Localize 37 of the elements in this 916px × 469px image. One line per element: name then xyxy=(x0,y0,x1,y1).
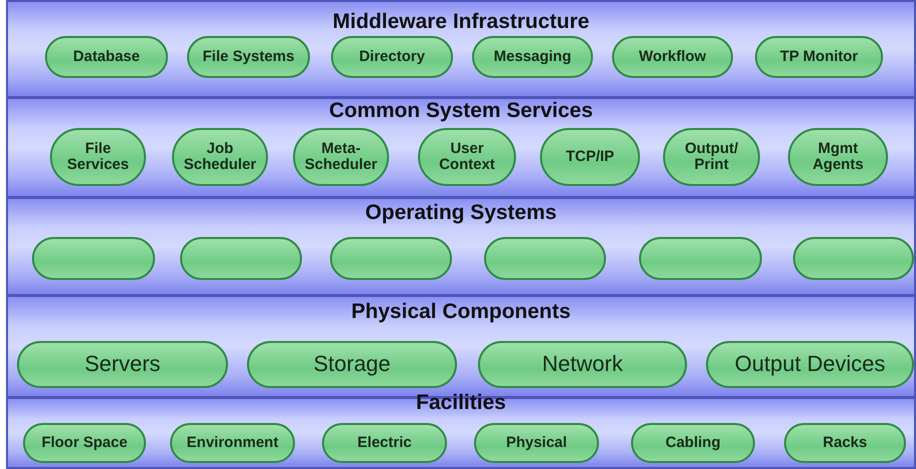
component-pill: Physical xyxy=(474,423,599,463)
layer-heading: Common System Services xyxy=(328,99,594,123)
component-pill: Workflow xyxy=(612,36,733,78)
layer-heading: Facilities xyxy=(415,391,507,415)
component-pill: Job Scheduler xyxy=(172,128,268,186)
layer-band xyxy=(6,97,916,198)
empty-pill xyxy=(484,237,606,280)
component-pill: User Context xyxy=(418,128,516,186)
component-pill: Output/ Print xyxy=(663,128,760,186)
empty-pill xyxy=(180,237,302,280)
empty-pill xyxy=(639,237,762,280)
layer-heading: Physical Components xyxy=(350,300,572,324)
component-pill: Storage xyxy=(247,341,457,388)
component-pill: Electric xyxy=(322,423,447,463)
component-pill: TCP/IP xyxy=(540,128,640,186)
component-pill: Environment xyxy=(170,423,295,463)
component-pill: Directory xyxy=(331,36,453,78)
component-pill: Floor Space xyxy=(23,423,146,463)
component-pill: Meta-Scheduler xyxy=(293,128,389,186)
component-pill: Servers xyxy=(17,341,228,388)
layer-band xyxy=(6,0,916,98)
component-pill: Mgmt Agents xyxy=(788,128,888,186)
component-pill: Cabling xyxy=(631,423,755,463)
layer-heading: Operating Systems xyxy=(364,201,558,225)
component-pill: Database xyxy=(45,36,168,78)
component-pill: Racks xyxy=(784,423,906,463)
component-pill: Output Devices xyxy=(706,341,914,388)
component-pill: TP Monitor xyxy=(755,36,883,78)
layer-band xyxy=(6,197,916,296)
component-pill: Network xyxy=(478,341,687,388)
component-pill: File Systems xyxy=(187,36,310,78)
empty-pill xyxy=(330,237,452,280)
layer-heading: Middleware Infrastructure xyxy=(332,10,590,34)
empty-pill xyxy=(32,237,155,280)
empty-pill xyxy=(793,237,914,280)
component-pill: File Services xyxy=(50,128,146,186)
component-pill: Messaging xyxy=(472,36,593,78)
